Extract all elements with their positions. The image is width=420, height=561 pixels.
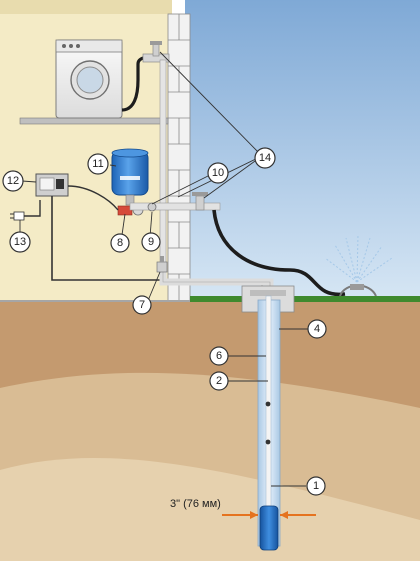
submersible-pump [259,505,279,551]
callout-12: 12 [2,170,24,192]
callout-4-label: 4 [314,323,320,335]
callout-7: 7 [132,295,152,315]
control-cable-to-switch [67,185,119,211]
callout-1: 1 [306,476,326,496]
ground-line [0,300,190,303]
callout-8-label: 8 [117,237,123,249]
callout-10-label: 10 [212,167,224,179]
callout-11-label: 11 [92,158,103,170]
leader-lines [19,51,308,487]
lawn-sprinkler [324,233,393,297]
interior-shadow [0,0,172,14]
vertical-pipe [159,59,167,271]
callout-12-label: 12 [7,175,19,187]
faucet-outside [192,192,208,211]
grass [190,296,420,302]
pressure-tank [111,148,149,206]
callout-13-label: 13 [14,236,26,248]
diameter-label: 3" (76 мм) [170,498,221,510]
distribution-pipe [129,202,221,211]
cable-clip [265,439,271,445]
drop-pipe [265,295,272,507]
callout-1-label: 1 [313,480,319,492]
faucet-top [142,41,170,63]
callout-11: 11 [87,153,109,175]
diameter-dimension [222,511,316,519]
power-plug [10,200,41,221]
brick-wall [167,13,191,303]
callout-6: 6 [209,346,229,366]
callout-2: 2 [209,371,229,391]
cable-clip [265,401,271,407]
callout-4: 4 [307,319,327,339]
sky [185,0,420,300]
shelf [19,117,169,125]
callout-8: 8 [110,233,130,253]
callout-14: 14 [254,147,276,169]
callout-14-label: 14 [259,152,271,164]
callout-6-label: 6 [216,350,222,362]
callout-13: 13 [9,231,31,253]
washing-machine [55,39,123,119]
callout-9-label: 9 [148,236,154,248]
callout-9: 9 [141,232,161,252]
supply-valve [156,256,168,273]
garden-hose [212,209,346,297]
callout-7-label: 7 [139,299,145,311]
control-box [35,173,69,197]
callout-10: 10 [207,162,229,184]
soil-deep [0,458,420,561]
check-valve [147,202,157,212]
callout-2-label: 2 [216,375,222,387]
